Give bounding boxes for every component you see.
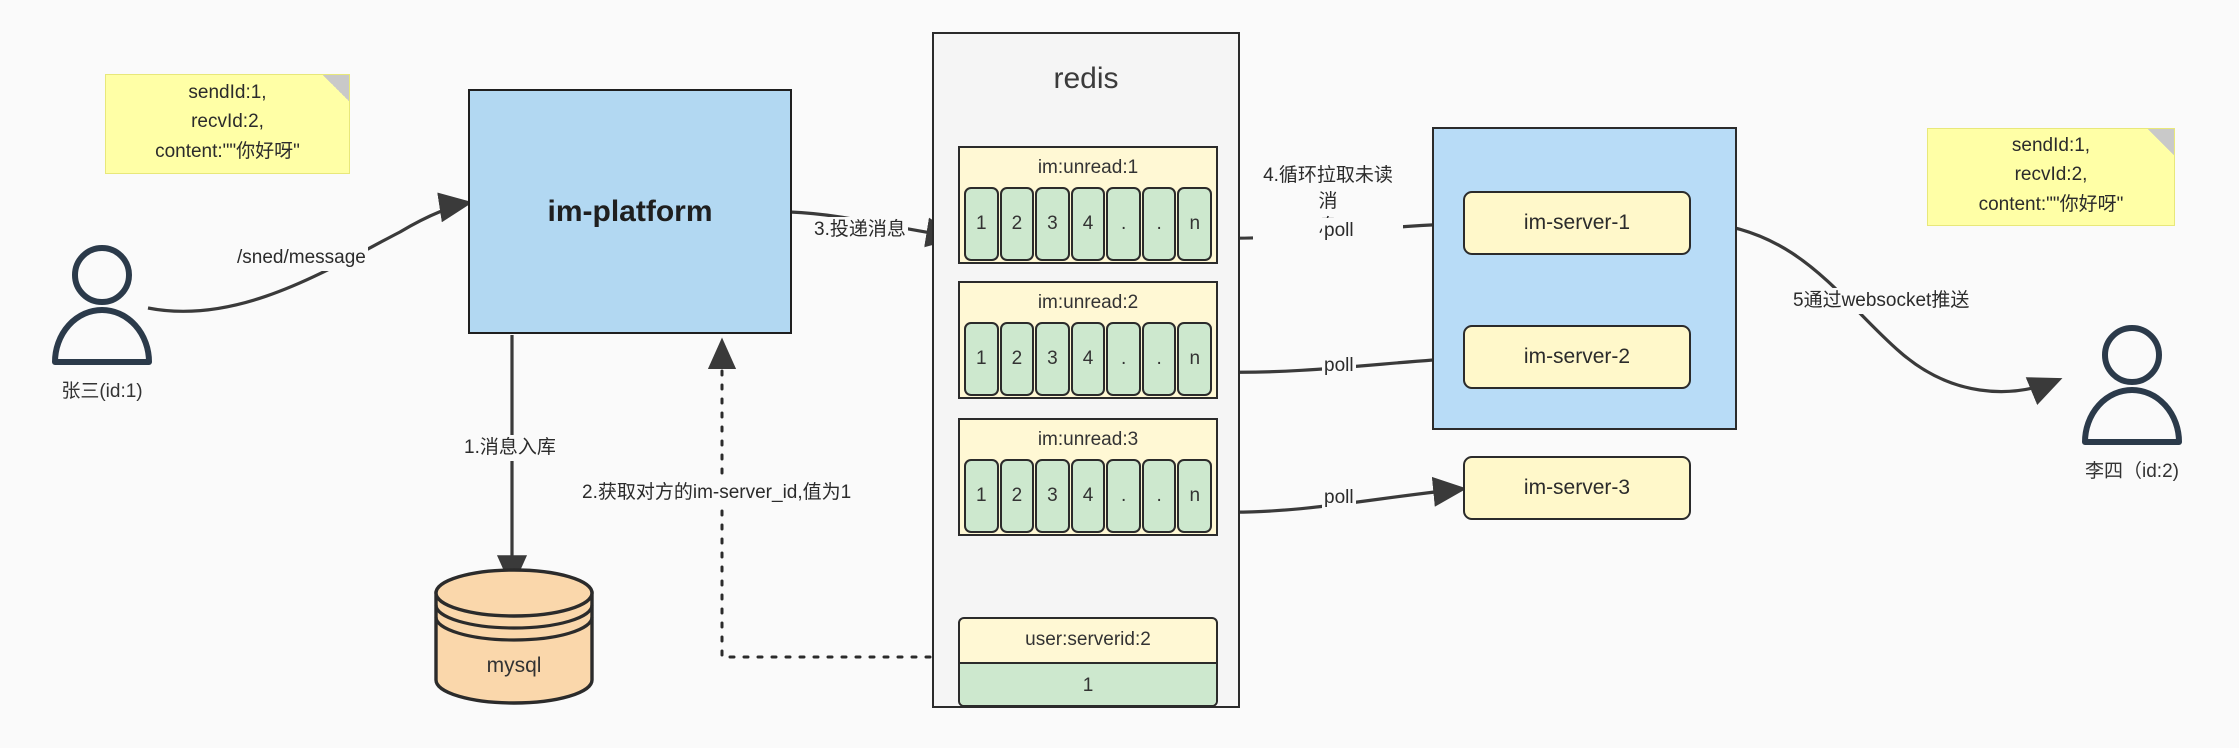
list-item[interactable]: . — [1141, 322, 1177, 396]
list-item[interactable]: 2 — [999, 187, 1035, 261]
edge-label-step1: 1.消息入库 — [462, 435, 558, 461]
edge-label-step3: 3.投递消息 — [812, 217, 908, 243]
person-icon — [2082, 325, 2182, 445]
list-item[interactable]: 1 — [964, 459, 999, 533]
database-cylinder-icon: mysql — [434, 568, 594, 705]
mysql-label: mysql — [487, 654, 542, 677]
sticky-note-left-text: sendId:1, recvId:2, content:""你好呀" — [155, 81, 300, 162]
list-item[interactable]: n — [1177, 322, 1213, 396]
unread-list-1-key: im:unread:1 — [1037, 157, 1139, 178]
unread-list-1[interactable]: im:unread:1 1 2 3 4 . . n — [958, 146, 1218, 264]
person-icon — [52, 245, 152, 365]
im-server-3-box[interactable]: im-server-3 — [1463, 456, 1691, 520]
sender-avatar: 张三(id:1) — [38, 240, 166, 402]
receiver-label: 李四（id:2) — [2085, 461, 2179, 482]
im-server-1-label: im-server-1 — [1523, 211, 1631, 234]
edge-label-send-message: /sned/message — [235, 245, 368, 271]
edge-label-step2: 2.获取对方的im-server_id,值为1 — [580, 480, 854, 506]
im-server-3-label: im-server-3 — [1523, 476, 1631, 499]
edge-label-poll-1: poll — [1322, 218, 1356, 244]
mysql-database[interactable]: mysql — [430, 567, 598, 707]
receiver-avatar: 李四（id:2) — [2068, 320, 2196, 482]
list-item[interactable]: 3 — [1035, 187, 1070, 261]
list-item[interactable]: 4 — [1070, 459, 1106, 533]
edge-label-poll-2: poll — [1322, 353, 1356, 379]
unread-list-2-key: im:unread:2 — [1037, 292, 1139, 313]
im-platform-box[interactable]: im-platform — [468, 89, 792, 334]
redis-title: redis — [1053, 62, 1119, 95]
unread-list-2-cells: 1 2 3 4 . . n — [960, 322, 1216, 400]
list-item[interactable]: . — [1106, 459, 1141, 533]
edge-label-step5: 5通过websocket推送 — [1791, 288, 1972, 314]
list-item[interactable]: n — [1177, 187, 1213, 261]
list-item[interactable]: . — [1141, 187, 1177, 261]
unread-list-3-cells: 1 2 3 4 . . n — [960, 459, 1216, 537]
list-item[interactable]: 2 — [999, 322, 1035, 396]
im-server-2-label: im-server-2 — [1523, 345, 1631, 368]
list-item[interactable]: 1 — [964, 322, 999, 396]
im-server-2-box[interactable]: im-server-2 — [1463, 325, 1691, 389]
user-serverid-key: user:serverid:2 — [1025, 629, 1151, 650]
unread-list-1-cells: 1 2 3 4 . . n — [960, 187, 1216, 265]
sticky-note-right-text: sendId:1, recvId:2, content:""你好呀" — [1978, 134, 2124, 215]
list-item[interactable]: . — [1106, 322, 1141, 396]
unread-list-2[interactable]: im:unread:2 1 2 3 4 . . n — [958, 281, 1218, 399]
sticky-note-right: sendId:1, recvId:2, content:""你好呀" — [1927, 128, 2175, 226]
sticky-fold-icon — [323, 75, 349, 101]
user-serverid-value: 1 — [960, 662, 1216, 705]
user-serverid-kv[interactable]: user:serverid:2 1 — [958, 617, 1218, 707]
list-item[interactable]: . — [1106, 187, 1141, 261]
list-item[interactable]: 3 — [1035, 322, 1070, 396]
sticky-note-left: sendId:1, recvId:2, content:""你好呀" — [105, 74, 350, 174]
redis-panel: redis im:unread:1 1 2 3 4 . . n im:unrea… — [932, 32, 1240, 708]
list-item[interactable]: 3 — [1035, 459, 1070, 533]
list-item[interactable]: 2 — [999, 459, 1035, 533]
list-item[interactable]: n — [1177, 459, 1213, 533]
list-item[interactable]: 4 — [1070, 322, 1106, 396]
im-server-1-box[interactable]: im-server-1 — [1463, 191, 1691, 255]
list-item[interactable]: 4 — [1070, 187, 1106, 261]
unread-list-3-key: im:unread:3 — [1037, 429, 1139, 450]
sticky-fold-icon — [2148, 129, 2174, 155]
edge-label-poll-3: poll — [1322, 485, 1356, 511]
im-platform-label: im-platform — [547, 194, 713, 228]
unread-list-3[interactable]: im:unread:3 1 2 3 4 . . n — [958, 418, 1218, 536]
list-item[interactable]: 1 — [964, 187, 999, 261]
list-item[interactable]: . — [1141, 459, 1177, 533]
sender-label: 张三(id:1) — [61, 381, 143, 402]
